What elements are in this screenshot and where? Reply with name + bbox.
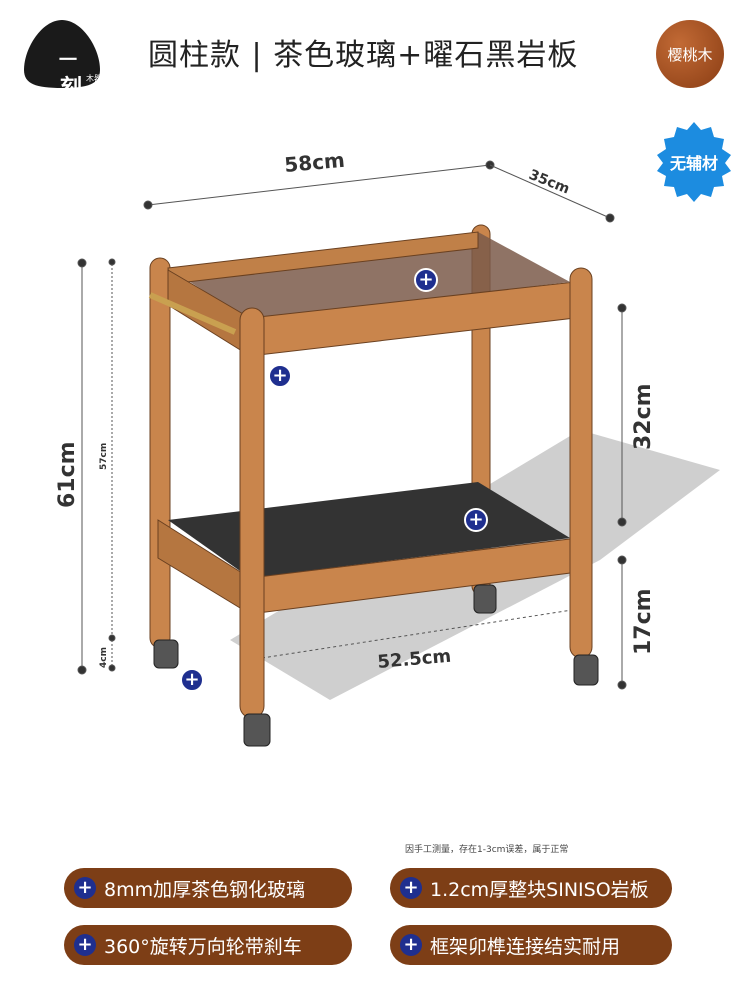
brass-handle [148,292,237,335]
glass-top [168,232,570,320]
feature-label: 8mm加厚茶色钢化玻璃 [104,878,306,901]
frame-height-label: 57cm [99,443,109,470]
logo-char-top: 一 [59,50,77,71]
feature-pill-wheels: + 360°旋转万向轮带刹车 [64,925,352,965]
feature-label: 360°旋转万向轮带刹车 [104,935,302,958]
leg-height-label: 4cm [99,647,109,668]
total-height-label: 61cm [55,441,80,508]
stone-tray [168,482,570,578]
feature-label: 1.2cm厚整块SINISO岩板 [430,878,649,901]
caster-wheels [153,584,599,747]
depth-label: 35cm [527,167,572,198]
material-badge-label: 无辅材 [669,154,718,173]
feature-pill-joinery: + 框架卯榫连接结实耐用 [390,925,672,965]
plus-icon: + [74,934,96,956]
logo-shape [24,20,100,88]
product-diagram: 58cm 35cm 61cm 57cm 4cm 32cm 17cm 52.5cm [55,148,720,747]
wood-type-badge: 樱桃木 [656,20,724,88]
brand-logo: 一 刻 木器 [22,18,102,101]
front-left-leg [239,307,265,719]
lower-gap-label: 17cm [631,588,656,655]
logo-char-small: 木器 [86,74,102,83]
measurement-note: 因手工测量，存在1-3cm误差，属于正常 [405,845,569,855]
hotspot-wheel[interactable]: + [180,668,204,692]
page-title: 圆柱款 | 茶色玻璃+曜石黑岩板 [148,38,579,73]
plus-icon: + [400,877,422,899]
upper-gap-label: 32cm [631,383,656,450]
feature-pill-glass: + 8mm加厚茶色钢化玻璃 [64,868,352,908]
plus-icon: + [74,877,96,899]
feature-pill-stone: + 1.2cm厚整块SINISO岩板 [390,868,672,908]
material-badge: 无辅材 [654,122,734,202]
hotspot-glass[interactable]: + [414,268,438,292]
back-left-leg [149,257,171,649]
front-right-leg [569,267,593,659]
hotspot-frame[interactable]: + [268,364,292,388]
badge-star-shape [657,122,731,202]
plus-icon: + [400,934,422,956]
hotspot-stone[interactable]: + [464,508,488,532]
logo-char-main: 刻 [60,76,83,101]
width-label: 58cm [283,148,345,177]
feature-label: 框架卯榫连接结实耐用 [430,935,621,958]
dimension-lines [77,160,627,690]
